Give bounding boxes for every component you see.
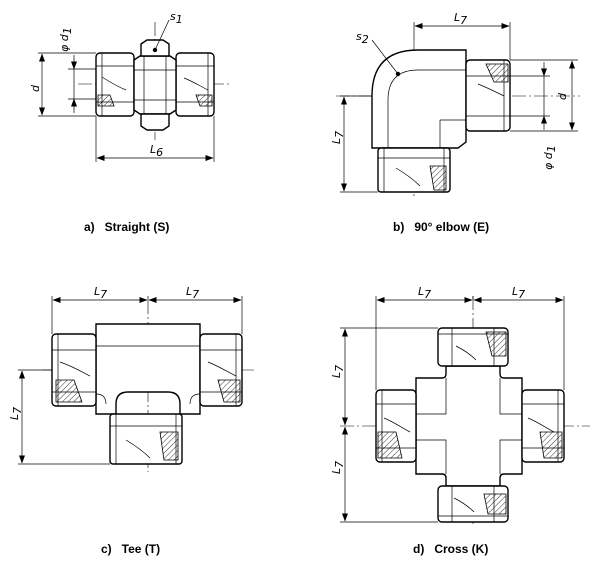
caption-elbow: b) 90° elbow (E) — [393, 220, 490, 234]
L7-cross-lower-label: L7 — [330, 461, 346, 474]
L7-tee-right-label: L7 — [186, 285, 199, 301]
caption-cross: d) Cross (K) — [413, 542, 489, 556]
L6-label: L6 — [150, 143, 163, 159]
L7-tee-vertical-label: L7 — [8, 407, 24, 420]
phi-d1-label: φ d1 — [58, 27, 74, 52]
d-right-label: d — [556, 92, 569, 100]
L7-cross-top-left-label: L7 — [418, 285, 431, 301]
L7-top-label: L7 — [454, 11, 467, 27]
caption-tee: c) Tee (T) — [101, 542, 161, 556]
L7-cross-top-right-label: L7 — [512, 285, 525, 301]
cross-fitting: L7 L7 L7 L7 — [330, 285, 590, 524]
tee-fitting: L7 L7 L7 — [8, 285, 256, 472]
caption-straight: a) Straight (S) — [84, 220, 170, 234]
s2-label: s2 — [356, 30, 369, 46]
L7-cross-upper-label: L7 — [330, 365, 346, 378]
L7-left-label: L7 — [330, 131, 346, 144]
phi-d1-right-label: φ d1 — [542, 145, 558, 170]
s1-label: s1 — [170, 10, 183, 26]
L7-tee-left-label: L7 — [94, 285, 107, 301]
elbow-fitting: s2 L7 L7 d φ d1 — [330, 11, 580, 196]
straight-fitting: s1 d φ d1 L6 — [29, 10, 232, 162]
d-label: d — [29, 84, 42, 92]
